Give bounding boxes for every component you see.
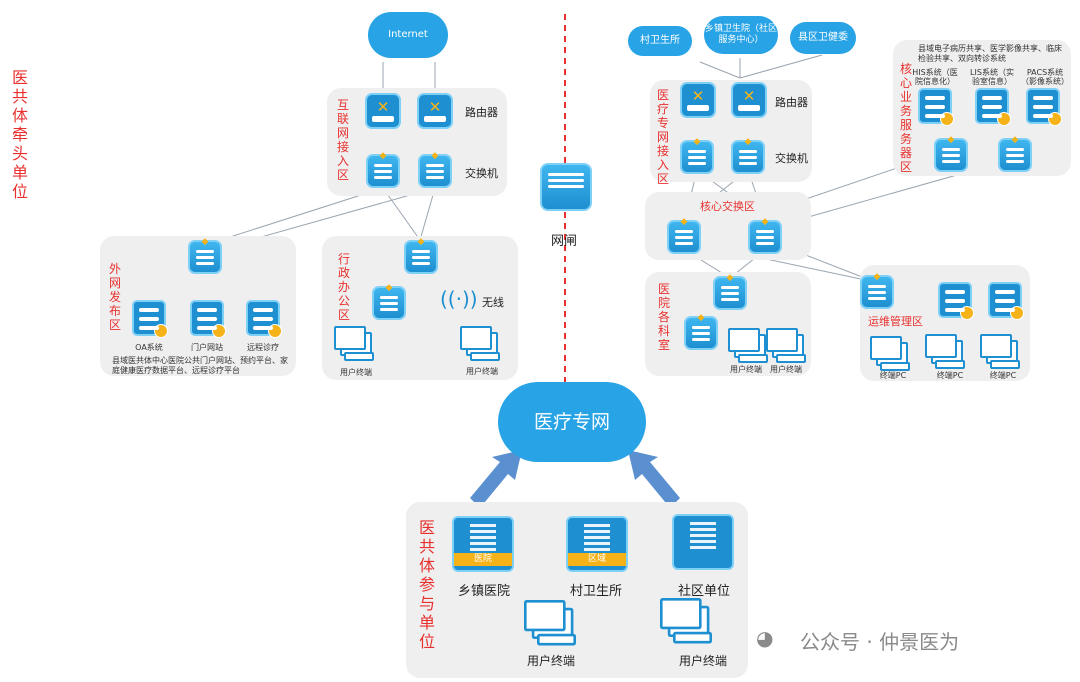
pc-label: 终端PC (879, 371, 907, 380)
switch-label: 交换机 (775, 152, 808, 165)
internet-cloud: Internet (368, 12, 448, 58)
township-hospital-label: 乡镇医院 (457, 584, 511, 599)
pc-icon (334, 326, 374, 361)
server-icon (988, 282, 1024, 320)
terminal-label: 用户终端 (526, 654, 576, 668)
pc-icon (925, 334, 965, 369)
switch-icon (366, 151, 400, 188)
lis-label: LIS系统（实验室信息） (970, 68, 1014, 86)
switch-icon (188, 237, 222, 274)
server-icon (132, 300, 168, 338)
server-icon (1026, 88, 1062, 126)
terminal-label: 用户终端 (770, 365, 802, 374)
switch-label: 交换机 (465, 167, 498, 180)
switch-icon (998, 135, 1032, 172)
switch-icon (680, 137, 714, 174)
server-icon (975, 88, 1011, 126)
server-icon (938, 282, 974, 320)
router-icon (680, 82, 716, 118)
participants-title: 医共体参与单位 (418, 518, 435, 651)
router-label: 路由器 (775, 96, 808, 109)
wechat-icon: ◕ (756, 626, 774, 650)
wifi-icon: ((·)) (440, 287, 478, 311)
his-label: HIS系统（医院信息化） (912, 68, 958, 86)
community-unit-label: 社区单位 (677, 584, 731, 599)
pc-label: 终端PC (936, 371, 964, 380)
switch-icon (418, 151, 452, 188)
switch-icon (748, 217, 782, 254)
router-icon (417, 93, 453, 129)
core-business-title: 核心业务服务器区 (899, 62, 912, 174)
region-building-icon: 区域 (566, 516, 628, 572)
pc-icon (660, 598, 712, 644)
switch-icon (667, 217, 701, 254)
server-icon (246, 300, 282, 338)
village-clinic-bubble: 村卫生所 (628, 26, 692, 56)
extranet-title: 外网发布区 (108, 262, 121, 332)
switch-icon (713, 273, 747, 310)
region-badge: 区域 (568, 553, 626, 566)
medical-access-title: 医疗专网接入区 (656, 88, 669, 186)
router-label: 路由器 (465, 106, 498, 119)
medical-network-cloud: 医疗专网 (498, 382, 646, 462)
core-business-caption: 县域电子病历共享、医学影像共享、临床检验共享、双向转诊系统 (918, 44, 1062, 63)
portal-label: 门户网站 (191, 343, 223, 352)
gap-device-icon (540, 163, 592, 211)
watermark-text: 公众号 · 仲景医为 (800, 630, 960, 654)
health-bureau-bubble: 县区卫健委 (790, 22, 856, 54)
core-switch-title: 核心交换区 (700, 200, 755, 213)
pc-label: 终端PC (989, 371, 1017, 380)
pc-icon (728, 328, 768, 363)
departments-title: 医院各科室 (657, 282, 670, 352)
pc-icon (980, 334, 1020, 369)
township-hospital-bubble: 乡镇卫生院（社区服务中心） (704, 16, 778, 54)
access-point-icon (372, 283, 406, 320)
switch-icon (684, 313, 718, 350)
terminal-label: 用户终端 (466, 367, 498, 376)
switch-icon (860, 272, 894, 309)
internet-access-title: 互联网接入区 (336, 98, 349, 182)
switch-icon (404, 237, 438, 274)
admin-title: 行政办公区 (337, 252, 350, 322)
wireless-label: 无线 (482, 296, 504, 309)
terminal-label: 用户终端 (340, 368, 372, 377)
hospital-building-icon: 医院 (452, 516, 514, 572)
ops-title: 运维管理区 (868, 315, 923, 328)
oa-label: OA系统 (135, 343, 163, 352)
hospital-badge: 医院 (454, 553, 512, 566)
terminal-label: 用户终端 (678, 654, 728, 668)
village-clinic-label: 村卫生所 (569, 584, 623, 599)
router-icon (731, 82, 767, 118)
server-icon (918, 88, 954, 126)
switch-icon (934, 135, 968, 172)
switch-icon (731, 137, 765, 174)
terminal-label: 用户终端 (730, 365, 762, 374)
community-building-icon (672, 514, 734, 570)
pc-icon (460, 326, 500, 361)
pc-icon (870, 336, 910, 371)
extranet-caption: 县域医共体中心医院公共门户网站、预约平台、家庭健康医疗数据平台、远程诊疗平台 (112, 356, 288, 375)
pc-icon (524, 600, 576, 646)
gap-label: 网闸 (551, 234, 578, 249)
server-icon (190, 300, 226, 338)
lead-unit-title: 医共体牵头单位 (11, 68, 28, 201)
router-icon (365, 93, 401, 129)
pc-icon (766, 328, 806, 363)
pacs-label: PACS系统（影像系统） (1021, 68, 1069, 86)
remote-label: 远程诊疗 (247, 343, 279, 352)
